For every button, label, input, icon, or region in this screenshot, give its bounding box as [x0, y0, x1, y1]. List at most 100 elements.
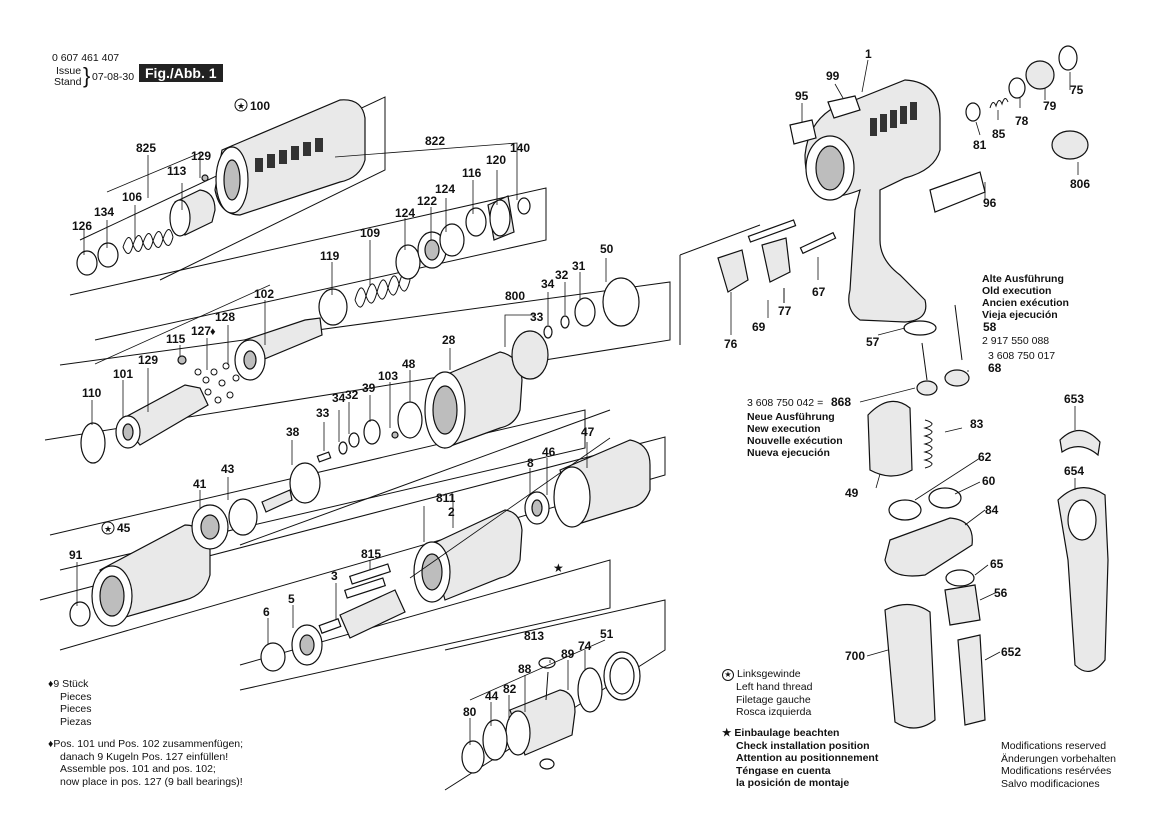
issue-label: Issue: [56, 65, 82, 77]
code-68: 3 608 750 017: [988, 350, 1055, 362]
mod-line-2: Änderungen vorbehalten: [1001, 752, 1117, 765]
new-exec-de: Neue Ausführung: [747, 411, 835, 423]
mod-line-3: Modifications resérvées: [1001, 765, 1112, 777]
left-hand-thread-icon-45: [101, 521, 115, 535]
old-exec-en: Old execution: [982, 285, 1051, 297]
part-28-cylinder: [424, 351, 523, 449]
callout-868: 868: [831, 395, 851, 409]
callout-119: 119: [320, 249, 340, 263]
star-glyph-45: ★: [104, 524, 112, 534]
callout-129-lower: 129: [138, 353, 158, 367]
part-56-fitting: [944, 584, 981, 626]
callout-124-upper: 124: [435, 182, 455, 196]
part-8-bearing: [524, 491, 550, 525]
callout-34: 34: [541, 277, 555, 291]
callout-127: 127: [191, 324, 211, 338]
part-140-ring: [517, 197, 531, 215]
part-79-plug: [1025, 60, 1055, 90]
old-exec-de: Alte Ausführung: [982, 273, 1064, 285]
part-33-upper: [543, 325, 553, 339]
part-76-trigger: [717, 249, 749, 293]
callout-96: 96: [983, 196, 997, 210]
new-exec-es: Nueva ejecución: [747, 447, 830, 459]
callout-50: 50: [600, 242, 614, 256]
part-58-pin: [954, 304, 963, 361]
callout-80: 80: [463, 705, 477, 719]
part-115-pin: [177, 355, 187, 365]
part-39-gear: [363, 419, 381, 445]
part-49-filter: [867, 400, 913, 477]
callout-126: 126: [72, 219, 92, 233]
callout-69: 69: [752, 320, 766, 334]
part-129-ball-upper: [201, 174, 209, 182]
lht-line-3: Filetage gauche: [736, 693, 811, 706]
part-120-flange: [487, 195, 515, 241]
callout-1: 1: [865, 47, 872, 61]
callout-95: 95: [795, 89, 809, 103]
diamond-glyph: ♦: [210, 326, 216, 338]
callout-811: 811: [436, 491, 456, 505]
part-34-upper: [560, 315, 570, 329]
figure-badge: Fig./Abb. 1: [139, 64, 223, 82]
diamond-icon-2: ♦: [48, 738, 54, 750]
part-127-balls: [194, 362, 240, 404]
ip-line-1: Einbaulage beachten: [734, 727, 840, 739]
part-800-plate: [511, 330, 549, 380]
part-45-housing: [91, 524, 211, 627]
old-exec-es: Vieja ejecución: [982, 309, 1058, 321]
part-124-washer-2: [439, 223, 465, 257]
ip-line-5: la posición de montaje: [736, 777, 850, 789]
part-pin-upper: [747, 219, 797, 243]
callout-57: 57: [866, 335, 880, 349]
callout-84: 84: [985, 503, 999, 517]
code-868: 3 608 750 042 =: [747, 397, 823, 409]
part-91-ring: [69, 601, 91, 627]
part-32-washer-lower: [348, 432, 360, 448]
part-113-sleeve: [169, 189, 216, 237]
callout-32: 32: [555, 268, 569, 282]
part-69-trigger: [761, 237, 791, 283]
part-1-handle: [804, 79, 941, 323]
part-122-bearing: [417, 231, 447, 269]
part-110-circlip: [80, 422, 106, 464]
stand-label: Stand: [54, 76, 82, 88]
install-position-legend: ★Einbaulage beachten Check installation …: [722, 727, 878, 790]
callout-140: 140: [510, 141, 530, 155]
ip-line-3: Attention au positionnement: [736, 752, 879, 764]
part-813-small-disc: [539, 758, 555, 770]
callout-91: 91: [69, 548, 83, 562]
part-652-nipple: [957, 634, 986, 726]
callout-45: 45: [117, 521, 131, 535]
leader-lines: [76, 59, 1079, 745]
callout-78: 78: [1015, 114, 1029, 128]
callout-700: 700: [845, 649, 865, 663]
part-124-washer: [395, 244, 421, 280]
part-44-oring: [482, 719, 508, 761]
callout-60: 60: [982, 474, 996, 488]
callout-89: 89: [561, 647, 575, 661]
part-3-rotor: [318, 589, 406, 639]
assembly-line-4: now place in pos. 127 (9 ball bearings)!: [60, 775, 243, 788]
part-96-strip: [929, 171, 986, 213]
callout-102: 102: [254, 287, 274, 301]
part-50-washer: [602, 277, 640, 327]
callout-32-lower: 32: [345, 388, 359, 402]
part-60-screen: [928, 487, 962, 509]
part-126-circlip: [76, 250, 98, 276]
part-84-seal: [884, 517, 973, 577]
callout-33: 33: [530, 310, 544, 324]
part-103-ball: [391, 431, 399, 439]
callout-28: 28: [442, 333, 456, 347]
install-star-mark: ★: [553, 561, 564, 575]
part-41-bearing: [191, 504, 229, 550]
part-67-pin: [799, 231, 837, 255]
brace: }: [83, 63, 91, 88]
lht-line-4: Rosca izquierda: [736, 706, 812, 718]
part-101-body: [115, 384, 209, 449]
part-83-spring: [923, 419, 933, 469]
callout-100: 100: [250, 99, 270, 113]
part-99-label: [827, 95, 861, 119]
diamond-line-3: Pieces: [60, 703, 92, 715]
callout-99: 99: [826, 69, 840, 83]
callout-3: 3: [331, 569, 338, 583]
